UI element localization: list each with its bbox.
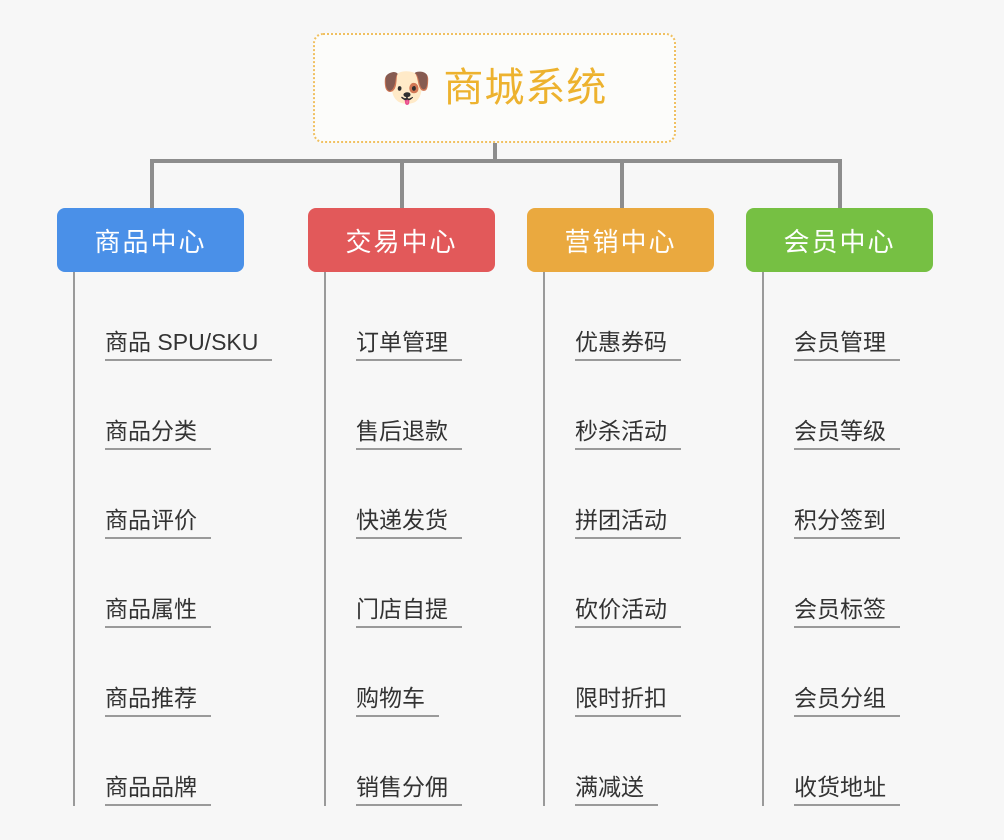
leaf-item[interactable]: 积分签到 bbox=[764, 450, 933, 539]
leaf-label: 商品属性 bbox=[105, 595, 197, 622]
leaf-underline: 门店自提 bbox=[356, 595, 462, 628]
leaf-underline: 订单管理 bbox=[356, 328, 462, 361]
leaf-label: 秒杀活动 bbox=[575, 417, 667, 444]
leaf-label: 售后退款 bbox=[356, 417, 448, 444]
connector-horizontal-bar bbox=[150, 159, 842, 163]
leaf-item[interactable]: 秒杀活动 bbox=[545, 361, 714, 450]
leaf-stack-1: 订单管理 售后退款 快递发货 门店自提 购物车 销售分佣 bbox=[324, 272, 495, 806]
leaf-label: 商品品牌 bbox=[105, 773, 197, 800]
leaf-underline: 秒杀活动 bbox=[575, 417, 681, 450]
branch-header-0[interactable]: 商品中心 bbox=[57, 208, 244, 272]
leaf-underline: 销售分佣 bbox=[356, 773, 462, 806]
connector-trunk bbox=[493, 143, 497, 162]
leaf-item[interactable]: 门店自提 bbox=[326, 539, 495, 628]
root-title: 商城系统 bbox=[443, 66, 608, 110]
branch-column-0: 商品中心 商品 SPU/SKU 商品分类 商品评价 商品属性 商品推荐 商品品牌 bbox=[57, 208, 273, 806]
leaf-label: 商品 SPU/SKU bbox=[105, 328, 259, 355]
leaf-stack-0: 商品 SPU/SKU 商品分类 商品评价 商品属性 商品推荐 商品品牌 bbox=[73, 272, 273, 806]
leaf-item[interactable]: 商品属性 bbox=[75, 539, 272, 628]
leaf-label: 销售分佣 bbox=[356, 773, 448, 800]
branch-header-2[interactable]: 营销中心 bbox=[527, 208, 714, 272]
leaf-item[interactable]: 订单管理 bbox=[326, 272, 495, 361]
leaf-item[interactable]: 销售分佣 bbox=[326, 717, 495, 806]
leaf-label: 收货地址 bbox=[794, 773, 886, 800]
leaf-underline: 会员分组 bbox=[794, 684, 900, 717]
leaf-label: 购物车 bbox=[356, 684, 425, 711]
leaf-underline: 会员管理 bbox=[794, 328, 900, 361]
leaf-underline: 购物车 bbox=[356, 684, 439, 717]
leaf-underline: 积分签到 bbox=[794, 506, 900, 539]
leaf-label: 商品分类 bbox=[105, 417, 197, 444]
leaf-label: 限时折扣 bbox=[575, 684, 667, 711]
leaf-item[interactable]: 商品推荐 bbox=[75, 628, 272, 717]
leaf-item[interactable]: 收货地址 bbox=[764, 717, 933, 806]
leaf-label: 拼团活动 bbox=[575, 506, 667, 533]
leaf-underline: 商品属性 bbox=[105, 595, 211, 628]
leaf-underline: 收货地址 bbox=[794, 773, 900, 806]
leaf-item[interactable]: 商品 SPU/SKU bbox=[75, 272, 273, 361]
leaf-underline: 商品 SPU/SKU bbox=[105, 328, 273, 361]
branch-header-3[interactable]: 会员中心 bbox=[746, 208, 933, 272]
root-node[interactable]: 🐶 商城系统 bbox=[313, 33, 676, 143]
leaf-label: 满减送 bbox=[575, 773, 644, 800]
leaf-item[interactable]: 砍价活动 bbox=[545, 539, 714, 628]
leaf-label: 快递发货 bbox=[356, 506, 448, 533]
leaf-underline: 商品推荐 bbox=[105, 684, 211, 717]
leaf-label: 订单管理 bbox=[356, 328, 448, 355]
leaf-underline: 快递发货 bbox=[356, 506, 462, 539]
leaf-item[interactable]: 限时折扣 bbox=[545, 628, 714, 717]
leaf-underline: 拼团活动 bbox=[575, 506, 681, 539]
leaf-label: 商品评价 bbox=[105, 506, 197, 533]
leaf-underline: 会员标签 bbox=[794, 595, 900, 628]
branch-header-label: 会员中心 bbox=[783, 226, 896, 257]
leaf-item[interactable]: 售后退款 bbox=[326, 361, 495, 450]
branch-column-1: 交易中心 订单管理 售后退款 快递发货 门店自提 购物车 销售分佣 bbox=[308, 208, 495, 806]
dog-face-icon: 🐶 bbox=[381, 66, 432, 110]
leaf-item[interactable]: 快递发货 bbox=[326, 450, 495, 539]
leaf-item[interactable]: 商品评价 bbox=[75, 450, 272, 539]
leaf-underline: 限时折扣 bbox=[575, 684, 681, 717]
leaf-label: 积分签到 bbox=[794, 506, 886, 533]
connector-drop-0 bbox=[150, 159, 154, 208]
leaf-underline: 售后退款 bbox=[356, 417, 462, 450]
connector-drop-1 bbox=[400, 159, 404, 208]
branch-header-label: 商品中心 bbox=[94, 226, 207, 257]
leaf-item[interactable]: 商品品牌 bbox=[75, 717, 272, 806]
branch-header-1[interactable]: 交易中心 bbox=[308, 208, 495, 272]
leaf-item[interactable]: 会员标签 bbox=[764, 539, 933, 628]
leaf-label: 会员等级 bbox=[794, 417, 886, 444]
branch-header-label: 交易中心 bbox=[345, 226, 458, 257]
leaf-item[interactable]: 商品分类 bbox=[75, 361, 272, 450]
leaf-item[interactable]: 会员管理 bbox=[764, 272, 933, 361]
leaf-underline: 优惠券码 bbox=[575, 328, 681, 361]
leaf-item[interactable]: 会员分组 bbox=[764, 628, 933, 717]
leaf-stack-2: 优惠券码 秒杀活动 拼团活动 砍价活动 限时折扣 满减送 bbox=[543, 272, 714, 806]
leaf-stack-3: 会员管理 会员等级 积分签到 会员标签 会员分组 收货地址 bbox=[762, 272, 933, 806]
leaf-label: 优惠券码 bbox=[575, 328, 667, 355]
connector-drop-2 bbox=[620, 159, 624, 208]
branch-column-2: 营销中心 优惠券码 秒杀活动 拼团活动 砍价活动 限时折扣 满减送 bbox=[527, 208, 714, 806]
connector-drop-3 bbox=[838, 159, 842, 208]
leaf-item[interactable]: 购物车 bbox=[326, 628, 495, 717]
leaf-underline: 会员等级 bbox=[794, 417, 900, 450]
leaf-underline: 商品评价 bbox=[105, 506, 211, 539]
leaf-underline: 砍价活动 bbox=[575, 595, 681, 628]
leaf-label: 会员标签 bbox=[794, 595, 886, 622]
leaf-label: 门店自提 bbox=[356, 595, 448, 622]
leaf-label: 会员管理 bbox=[794, 328, 886, 355]
leaf-item[interactable]: 会员等级 bbox=[764, 361, 933, 450]
leaf-item[interactable]: 满减送 bbox=[545, 717, 714, 806]
leaf-label: 商品推荐 bbox=[105, 684, 197, 711]
branch-column-3: 会员中心 会员管理 会员等级 积分签到 会员标签 会员分组 收货地址 bbox=[746, 208, 933, 806]
leaf-underline: 商品分类 bbox=[105, 417, 211, 450]
leaf-underline: 满减送 bbox=[575, 773, 658, 806]
leaf-label: 砍价活动 bbox=[575, 595, 667, 622]
leaf-underline: 商品品牌 bbox=[105, 773, 211, 806]
leaf-item[interactable]: 拼团活动 bbox=[545, 450, 714, 539]
branch-header-label: 营销中心 bbox=[564, 226, 677, 257]
leaf-item[interactable]: 优惠券码 bbox=[545, 272, 714, 361]
leaf-label: 会员分组 bbox=[794, 684, 886, 711]
